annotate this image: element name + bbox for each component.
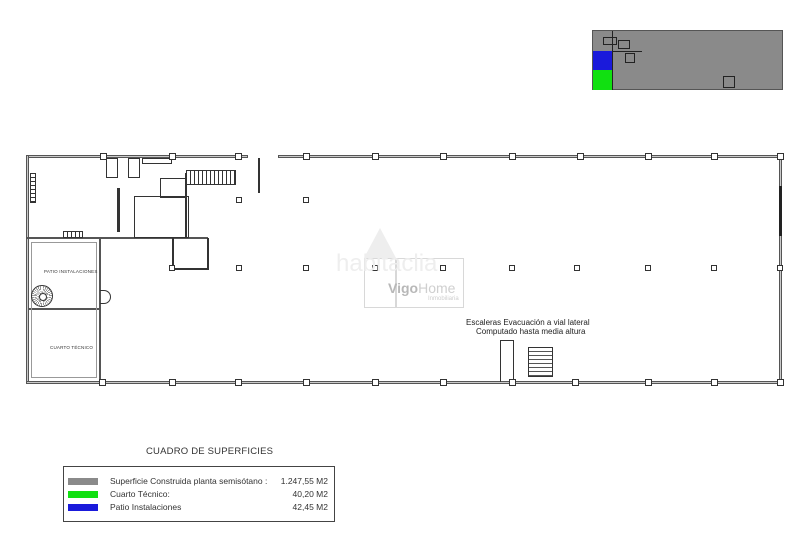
shelving — [30, 173, 36, 203]
key-plan-stair — [723, 76, 735, 88]
wall-stair-side — [258, 158, 260, 193]
column — [236, 197, 242, 203]
column — [235, 379, 242, 386]
key-plan — [592, 30, 783, 90]
wall-core-vertical — [185, 173, 187, 238]
column — [711, 265, 717, 271]
watermark-brand-accent: Home — [418, 280, 456, 296]
watermark-tower — [364, 258, 396, 308]
column — [440, 265, 446, 271]
key-plan-patio — [593, 51, 612, 70]
watermark-logo: habitaclia VigoHome Inmobiliaria — [336, 228, 466, 308]
room-label-cuarto: CUARTO TÉCNICO — [50, 345, 94, 350]
column — [169, 265, 175, 271]
key-plan-core — [618, 40, 630, 49]
window-right — [779, 186, 782, 236]
column — [372, 265, 378, 271]
lift-room — [172, 238, 209, 270]
column — [509, 379, 516, 386]
wall-patio-right — [99, 237, 101, 384]
key-plan-core — [625, 53, 635, 63]
column — [711, 153, 718, 160]
wall-patio-bottom — [26, 381, 102, 384]
watermark-brand: VigoHome — [388, 280, 455, 296]
wall-left — [26, 155, 29, 384]
toilet-block — [128, 158, 140, 178]
legend-label: Superficie Construida planta semisótano … — [110, 476, 268, 486]
column — [440, 153, 447, 160]
column — [509, 153, 516, 160]
legend-label: Patio Instalaciones — [110, 502, 182, 512]
restroom-core — [134, 196, 189, 238]
key-plan-wall — [612, 51, 642, 52]
column — [440, 379, 447, 386]
wall-patio-cuarto — [29, 308, 100, 310]
legend-label: Cuarto Técnico: — [110, 489, 170, 499]
watermark-brand-sub: Inmobiliaria — [428, 296, 459, 302]
legend-title: CUADRO DE SUPERFICIES — [146, 446, 274, 457]
patio-inner — [31, 242, 97, 378]
column — [372, 379, 379, 386]
key-plan-cuarto — [593, 70, 612, 90]
key-plan-wall — [612, 31, 613, 90]
column — [303, 197, 309, 203]
evac-stair-wall — [500, 340, 514, 382]
legend-value: 40,20 M2 — [292, 489, 328, 499]
column — [236, 265, 242, 271]
column — [645, 153, 652, 160]
wall-top-right — [278, 155, 782, 158]
counter — [142, 158, 172, 164]
spiral-stair-icon — [31, 285, 53, 307]
evacuation-note-line2: Computado hasta media altura — [476, 327, 586, 336]
key-plan-core — [603, 37, 617, 45]
floor-plan: PATIO INSTALACIONES CUARTO TÉCNICO Escal… — [26, 153, 784, 386]
evac-stair — [528, 347, 553, 377]
watermark-house — [396, 258, 464, 308]
shelving — [63, 231, 83, 238]
legend-row: Cuarto Técnico: 40,20 M2 — [64, 489, 334, 501]
column — [777, 379, 784, 386]
column — [574, 265, 580, 271]
watermark-roof — [364, 228, 396, 258]
watermark-faded-text: habitaclia — [336, 250, 438, 277]
stairs-main — [186, 170, 236, 185]
column — [303, 379, 310, 386]
legend-swatch-built — [68, 478, 98, 485]
restroom-core — [160, 178, 187, 198]
watermark-brand-main: Vigo — [388, 280, 419, 296]
door-patio — [100, 290, 111, 304]
column — [235, 153, 242, 160]
column — [645, 265, 651, 271]
legend-table: Superficie Construida planta semisótano … — [63, 466, 335, 522]
column — [169, 153, 176, 160]
column — [303, 153, 310, 160]
legend-swatch-patio — [68, 504, 98, 511]
column — [777, 265, 783, 271]
legend-value: 42,45 M2 — [292, 502, 328, 512]
legend-value: 1.247,55 M2 — [280, 476, 328, 486]
room-label-patio: PATIO INSTALACIONES — [44, 269, 98, 274]
column — [645, 379, 652, 386]
partition — [117, 188, 120, 232]
evacuation-note-line1: Escaleras Evacuación a vial lateral — [466, 318, 590, 327]
column — [572, 379, 579, 386]
legend-swatch-cuarto — [68, 491, 98, 498]
column — [303, 265, 309, 271]
column — [577, 153, 584, 160]
legend-row: Superficie Construida planta semisótano … — [64, 476, 334, 488]
column — [777, 153, 784, 160]
column — [509, 265, 515, 271]
column — [169, 379, 176, 386]
column — [711, 379, 718, 386]
toilet-block — [106, 158, 118, 178]
legend-row: Patio Instalaciones 42,45 M2 — [64, 502, 334, 514]
column — [100, 153, 107, 160]
column — [372, 153, 379, 160]
column — [99, 379, 106, 386]
